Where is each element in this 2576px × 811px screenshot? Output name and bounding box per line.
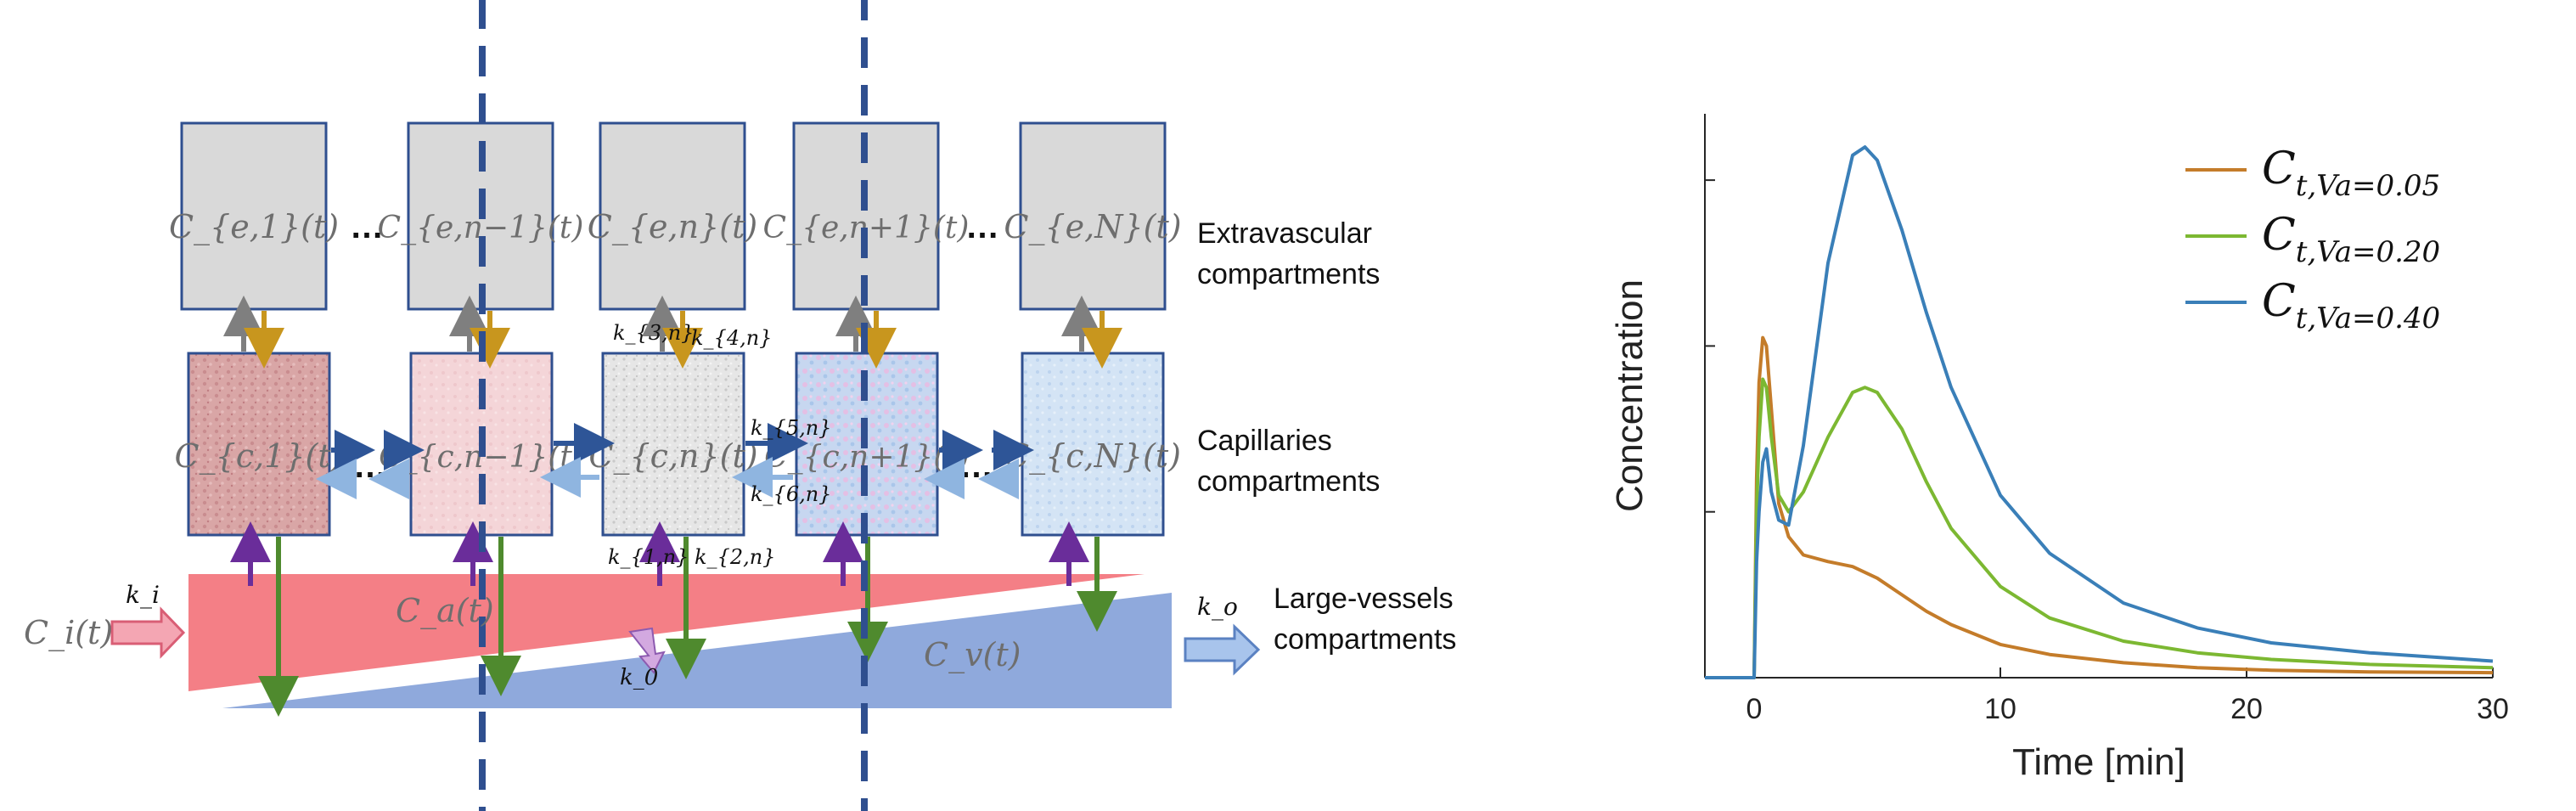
capillary-box-1 [187, 352, 331, 537]
capillary-flow-arrows [316, 423, 1034, 499]
extravascular-box-n [599, 121, 746, 311]
output-block-arrow [1184, 623, 1261, 676]
compartment-diagram: C_{e,1}(t) … C_{e,n−1}(t) C_{e,n}(t) C_{… [24, 0, 1456, 811]
extravascular-box-N [1019, 121, 1167, 311]
capillary-label-n: C_{c,n}(t) [588, 437, 757, 476]
extravascular-ellipsis-right: … [965, 208, 999, 245]
x-tick-label: 0 [1746, 693, 1763, 725]
extravascular-side-label-line2: compartments [1197, 258, 1380, 290]
x-tick-label: 10 [1984, 693, 2016, 725]
extravascular-ellipsis-left: … [350, 208, 384, 245]
capillaries-side-label-line2: compartments [1197, 465, 1380, 498]
arterial-label: C_a(t) [396, 592, 494, 630]
x-axis-label: Time [min] [2012, 741, 2185, 783]
rate-ki: k_i [126, 581, 160, 609]
series-line-1 [1705, 335, 2494, 679]
large-vessels-side-label-line2: compartments [1274, 623, 1456, 656]
input-block-arrow [110, 606, 186, 659]
extravascular-label-n: C_{e,n}(t) [588, 208, 757, 246]
rate-k5: k_{5,n} [751, 416, 831, 440]
series-line-2 [1705, 377, 2494, 679]
legend-label-2: Ct,Va=0.20 [2262, 210, 2440, 269]
input-concentration-label: C_i(t) [24, 614, 113, 652]
venous-label: C_v(t) [924, 636, 1021, 674]
x-tick-label: 20 [2230, 693, 2263, 725]
capillary-ellipsis-right: … [959, 448, 993, 485]
rate-k6: k_{6,n} [751, 482, 831, 506]
extravascular-side-label-line1: Extravascular [1197, 217, 1372, 250]
rate-k0: k_0 [620, 665, 658, 690]
series-line-3 [1705, 145, 2494, 679]
y-axis-label: Concentration [1609, 279, 1651, 512]
extravascular-box-1 [180, 121, 328, 311]
capillary-box-n [601, 352, 745, 537]
rate-k1: k_{1,n} [608, 545, 689, 569]
legend-label-1: Ct,Va=0.05 [2262, 144, 2440, 203]
x-tick-label: 30 [2477, 693, 2509, 725]
arterial-compartment [188, 574, 1145, 691]
exchange-arrows-extravascular [223, 296, 1122, 369]
capillary-label-N: C_{c,N}(t) [1004, 437, 1181, 476]
rate-ko: k_o [1197, 593, 1238, 621]
large-vessels-side-label-line1: Large-vessels [1274, 583, 1454, 615]
capillaries-side-label-line1: Capillaries [1197, 425, 1332, 457]
capillary-label-1: C_{c,1}(t) [175, 437, 344, 476]
extravascular-label-1: C_{e,1}(t) [169, 208, 339, 246]
extravascular-label-N: C_{e,N}(t) [1004, 208, 1181, 246]
rate-k3: k_{3,n} [613, 321, 694, 345]
k0-block-arrow [628, 627, 666, 674]
chart-series [1705, 145, 2494, 679]
rate-k2: k_{2,n} [695, 545, 775, 569]
legend-label-3: Ct,Va=0.40 [2262, 276, 2440, 335]
tissue-unit-frame [479, 0, 868, 811]
rate-k4: k_{4,n} [691, 326, 772, 350]
